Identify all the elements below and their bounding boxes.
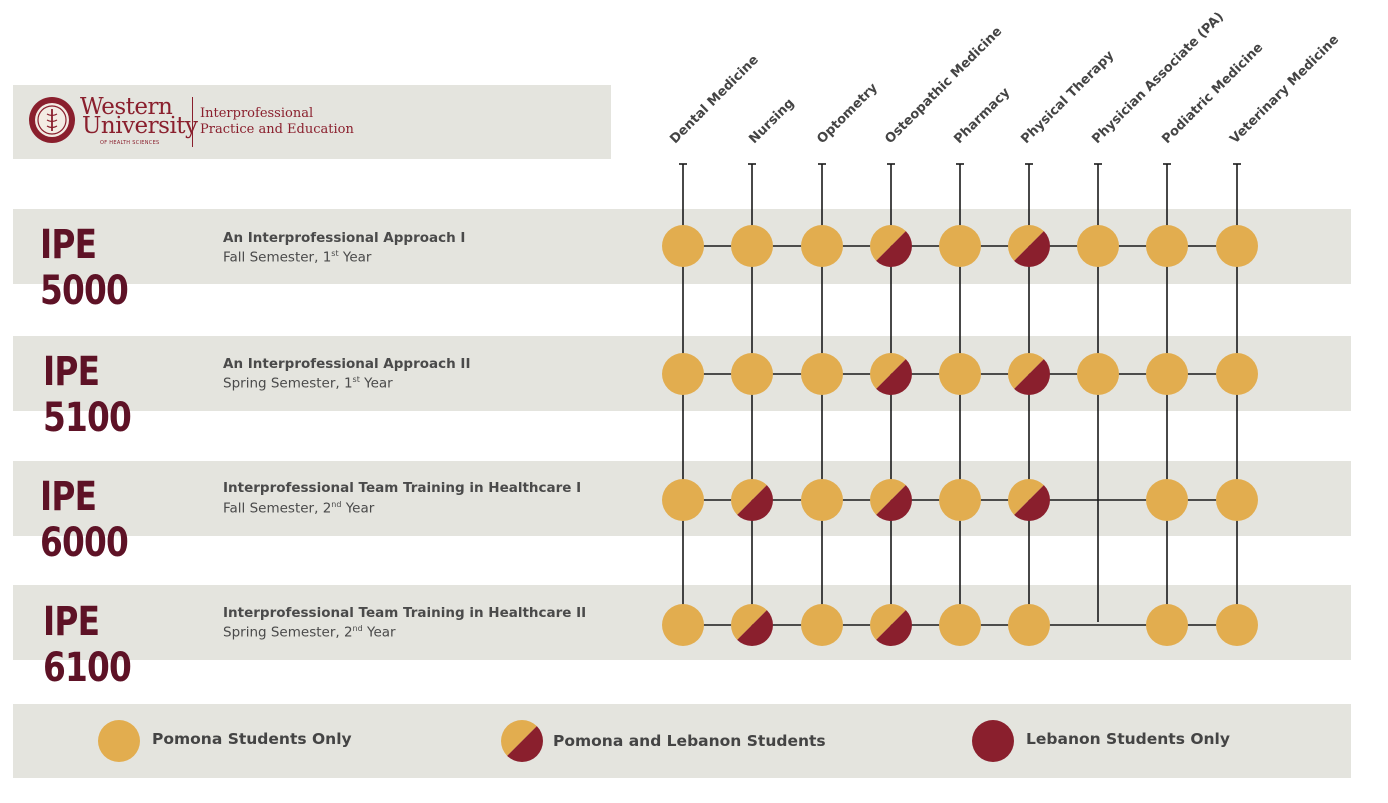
participation-circle-r2-c0 (662, 479, 704, 521)
participation-circle-r1-c2 (801, 353, 843, 395)
participation-circle-r3-c3 (870, 604, 912, 646)
legend-marker-pomona (98, 720, 140, 762)
participation-circle-r0-c6 (1077, 225, 1119, 267)
participation-circle-r1-c3 (870, 353, 912, 395)
participation-circle-r3-c4 (939, 604, 981, 646)
course-semester-ipe5000: Fall Semester, 1st Year (223, 249, 372, 266)
logo-banner (13, 85, 611, 159)
participation-circle-r3-c1 (731, 604, 773, 646)
legend-marker-both (501, 720, 543, 762)
logo-tagline-1: Interprofessional (200, 106, 314, 121)
course-title-ipe6000: Interprofessional Team Training in Healt… (223, 480, 582, 496)
participation-circle-r1-c7 (1146, 353, 1188, 395)
participation-circle-r0-c5 (1008, 224, 1050, 267)
participation-circle-r2-c3 (870, 479, 912, 521)
participation-circle-r0-c8 (1216, 225, 1258, 267)
course-code-ipe6100: IPE 6100 (43, 599, 132, 691)
participation-circle-r0-c2 (801, 225, 843, 267)
logo-university: University (82, 113, 198, 139)
university-seal-icon (29, 97, 75, 143)
legend-marker-lebanon (972, 720, 1014, 762)
logo-divider (192, 97, 193, 147)
participation-circle-r3-c5 (1008, 604, 1050, 646)
participation-circle-r1-c5 (1008, 352, 1050, 395)
participation-circle-r0-c0 (662, 225, 704, 267)
legend-label-pomona: Pomona Students Only (152, 730, 352, 748)
course-semester-ipe6100: Spring Semester, 2nd Year (223, 624, 396, 641)
participation-circle-r1-c6 (1077, 353, 1119, 395)
course-title-ipe6100: Interprofessional Team Training in Healt… (223, 605, 587, 621)
participation-circle-r0-c4 (939, 225, 981, 267)
participation-circle-r0-c1 (731, 225, 773, 267)
course-semester-ipe5100: Spring Semester, 1st Year (223, 375, 393, 392)
course-title-ipe5000: An Interprofessional Approach I (223, 230, 466, 246)
logo-health-sciences: OF HEALTH SCIENCES (100, 140, 160, 146)
participation-circle-r2-c7 (1146, 479, 1188, 521)
participation-circle-r1-c0 (662, 353, 704, 395)
participation-circle-r1-c8 (1216, 353, 1258, 395)
legend-label-lebanon: Lebanon Students Only (1026, 730, 1230, 748)
course-title-ipe5100: An Interprofessional Approach II (223, 356, 471, 372)
participation-circle-r1-c1 (731, 353, 773, 395)
course-code-ipe6000: IPE 6000 (40, 474, 129, 566)
participation-circle-r2-c5 (1008, 479, 1050, 521)
logo-western: Western (80, 94, 173, 120)
participation-circle-r2-c8 (1216, 479, 1258, 521)
course-code-ipe5000: IPE 5000 (40, 222, 129, 314)
participation-circle-r3-c2 (801, 604, 843, 646)
participation-circle-r2-c2 (801, 479, 843, 521)
legend-label-both: Pomona and Lebanon Students (553, 732, 826, 750)
participation-circle-r3-c0 (662, 604, 704, 646)
participation-circle-r2-c1 (731, 479, 773, 521)
legend-panel (13, 704, 1351, 778)
participation-circle-r3-c8 (1216, 604, 1258, 646)
course-code-ipe5100: IPE 5100 (43, 349, 132, 441)
logo-tagline-2: Practice and Education (200, 122, 354, 137)
participation-circle-r1-c4 (939, 353, 981, 395)
participation-circle-r0-c7 (1146, 225, 1188, 267)
participation-circle-r3-c7 (1146, 604, 1188, 646)
course-semester-ipe6000: Fall Semester, 2nd Year (223, 500, 375, 517)
participation-circle-r0-c3 (870, 225, 912, 267)
participation-circle-r2-c4 (939, 479, 981, 521)
